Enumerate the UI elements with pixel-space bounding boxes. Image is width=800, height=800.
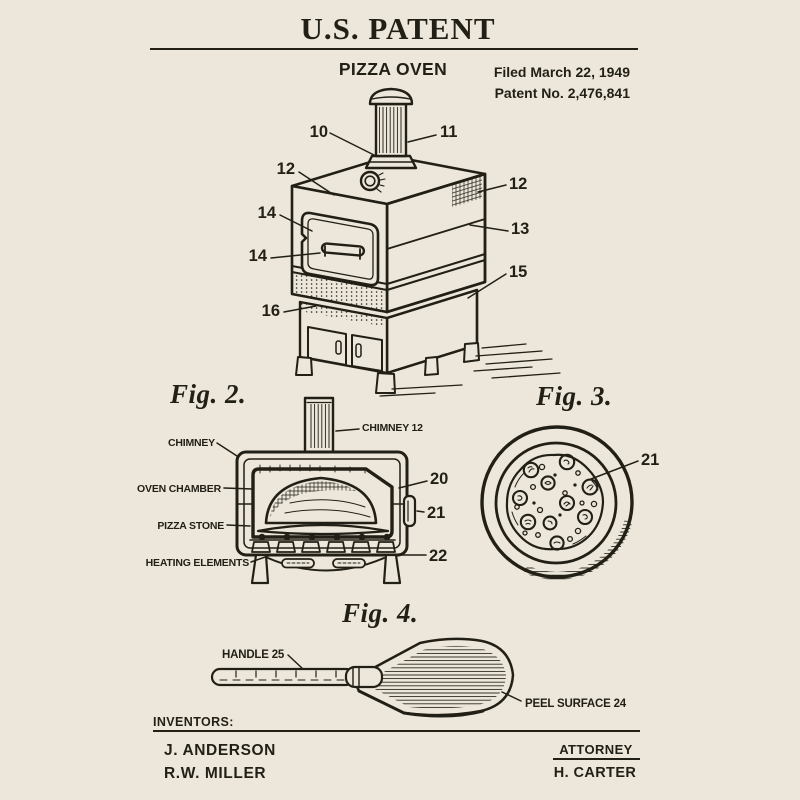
fig2-chimney12-label: CHIMNEY 12	[362, 422, 423, 434]
page-subtitle: PIZZA OVEN	[338, 59, 448, 79]
fig2-cross-section-drawing: CHIMNEY OVEN CHAMBER PIZZA STONE HEATING…	[137, 396, 448, 585]
fig3-callouts: 21	[590, 451, 659, 480]
title-rule	[150, 48, 638, 51]
filing-info: Filed March 22, 1949 Patent No. 2,476,84…	[494, 62, 630, 104]
fig2-label-22: 22	[429, 547, 447, 565]
fig4-caption: Fig. 4.	[342, 598, 419, 628]
pizza-stone-dome	[256, 476, 390, 536]
attorney-heading: ATTORNEY	[559, 742, 633, 757]
pizza	[505, 453, 605, 551]
fig1-label-14-top: 14	[258, 204, 277, 222]
pepperoni-toppings	[511, 453, 599, 551]
fig1-label-16: 16	[262, 302, 280, 320]
fig2-pizza-stone-label: PIZZA STONE	[157, 520, 224, 532]
fig1-label-10: 10	[310, 123, 328, 141]
attorney-name: H. CARTER	[553, 765, 637, 781]
fig4-peel-drawing: HANDLE 25 PEEL SURFACE 24	[210, 637, 627, 718]
peel-handle	[210, 665, 384, 689]
fig4-handle-label: HANDLE 25	[222, 649, 285, 661]
fig2-label-20: 20	[430, 470, 448, 488]
fig1-label-12-right: 12	[509, 175, 527, 193]
fig2-caption: Fig. 2.	[170, 379, 247, 409]
fig1-label-13: 13	[511, 220, 529, 238]
fig2-callouts: CHIMNEY OVEN CHAMBER PIZZA STONE HEATING…	[137, 422, 448, 569]
fig1-label-15: 15	[509, 263, 527, 281]
section-base	[250, 553, 402, 585]
fig2-oven-chamber-label: OVEN CHAMBER	[137, 483, 222, 495]
inventor-name-2: R.W. MILLER	[164, 765, 267, 782]
fig1-label-11: 11	[440, 123, 457, 141]
page-title: U.S. PATENT	[300, 11, 496, 46]
fig2-label-21: 21	[427, 504, 445, 522]
fig1-label-14-bottom: 14	[249, 247, 268, 265]
door-handle	[320, 242, 366, 260]
small-toppings	[514, 463, 598, 543]
peel-blade	[355, 637, 515, 718]
fig4-callouts: HANDLE 25 PEEL SURFACE 24	[222, 649, 627, 710]
fig1-callouts: 10 11 12 12 14 13 14 15 16	[249, 123, 530, 320]
fig3-caption: Fig. 3.	[536, 381, 613, 411]
fig3-label-21: 21	[641, 451, 659, 469]
fig1-oven-perspective-drawing: 10 11 12 12 14 13 14 15 16	[249, 87, 561, 397]
fig4-peel-surface-label: PEEL SURFACE 24	[525, 698, 627, 710]
inventors-rule	[153, 730, 640, 732]
stand-cabinet	[295, 288, 480, 394]
oven-door	[300, 211, 380, 287]
patent-number: Patent No. 2,476,841	[494, 85, 630, 101]
fig3-pizza-drawing: 21	[480, 425, 659, 581]
ground-shading	[379, 343, 561, 397]
pizza-stone-circle	[480, 425, 634, 581]
fig2-chimney-label: CHIMNEY	[168, 437, 215, 449]
chimney	[364, 87, 418, 170]
fig2-heating-elements-label: HEATING ELEMENTS	[146, 557, 250, 569]
attorney-rule	[553, 758, 640, 760]
inventor-name-1: J. ANDERSON	[164, 742, 276, 759]
vent-knob	[359, 170, 386, 193]
heating-elements	[249, 533, 396, 553]
inventors-heading: INVENTORS:	[153, 715, 234, 729]
filed-date: Filed March 22, 1949	[493, 64, 630, 80]
fig1-label-12-left: 12	[277, 160, 295, 178]
